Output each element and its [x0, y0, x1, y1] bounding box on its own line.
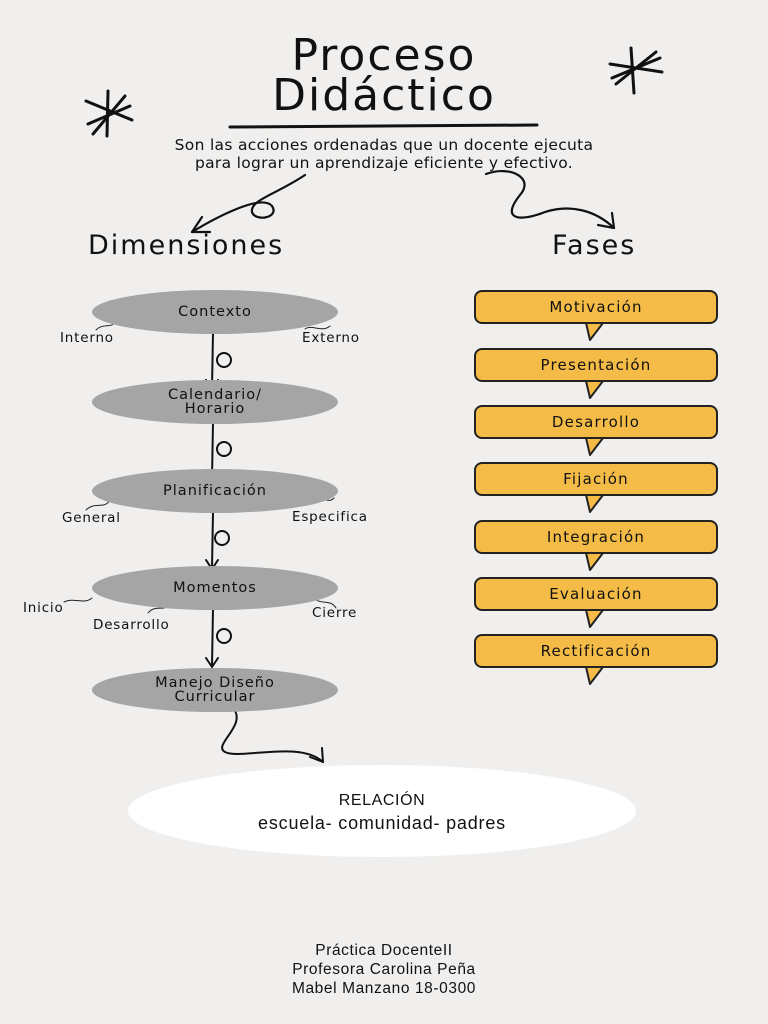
dimension-curriculum-label: Manejo Diseño Curricular — [155, 675, 275, 705]
relation-ellipse: RELACIÓN escuela- comunidad- padres — [128, 765, 636, 857]
dimension-calendar-label: Calendario/ Horario — [168, 387, 262, 417]
page-title-line2: Didáctico — [272, 70, 496, 121]
relation-subtitle: escuela- comunidad- padres — [258, 813, 506, 833]
phase-item-label: Integración — [546, 528, 646, 546]
dimension-curriculum-line1: Manejo Diseño — [155, 675, 275, 691]
moments-start-label: Inicio — [23, 600, 64, 616]
phase-item: Desarrollo — [474, 405, 718, 439]
curly-arrow-icon — [484, 169, 616, 230]
phase-item: Presentación — [474, 348, 718, 382]
phase-item: Motivación — [474, 290, 718, 324]
context-external-label: Externo — [302, 330, 360, 346]
dimension-planning: Planificación — [92, 469, 338, 513]
dimension-curriculum: Manejo Diseño Curricular — [92, 668, 338, 712]
dimension-context: Contexto — [92, 290, 338, 334]
phase-item-label: Presentación — [540, 356, 652, 374]
dimension-moments: Momentos — [92, 566, 338, 610]
asterisk-icon — [84, 89, 134, 138]
moments-development-label: Desarrollo — [93, 617, 170, 633]
phase-item: Fijación — [474, 462, 718, 496]
planning-general-label: General — [62, 510, 121, 526]
phase-item: Integración — [474, 520, 718, 554]
credits-teacher: Profesora Carolina Peña — [292, 961, 476, 978]
page-title: Proceso — [291, 30, 477, 81]
dimension-context-label: Contexto — [178, 304, 252, 320]
credits: Práctica DocenteII Profesora Carolina Pe… — [0, 941, 768, 998]
phase-item-label: Fijación — [563, 470, 629, 488]
phase-item-label: Rectificación — [540, 642, 652, 660]
subtitle-line1: Son las acciones ordenadas que un docent… — [174, 136, 594, 154]
context-internal-label: Interno — [60, 330, 114, 346]
dimension-curriculum-line2: Curricular — [174, 689, 256, 705]
credits-student: Mabel Manzano 18-0300 — [291, 980, 477, 997]
phases-heading: Fases — [552, 230, 637, 261]
dimension-planning-label: Planificación — [163, 483, 267, 499]
dimensions-heading: Dimensiones — [88, 230, 285, 261]
phase-item-label: Desarrollo — [551, 413, 641, 431]
phase-item: Evaluación — [474, 577, 718, 611]
phase-item: Rectificación — [474, 634, 718, 668]
dimension-calendar-line2: Horario — [184, 401, 246, 417]
phase-item-label: Evaluación — [549, 585, 643, 603]
subtitle-line2: para lograr un aprendizaje eficiente y e… — [194, 154, 574, 172]
relation-title: RELACIÓN — [338, 792, 426, 809]
curly-arrow-icon — [190, 173, 307, 234]
title-underline — [228, 123, 539, 129]
credits-course: Práctica DocenteII — [315, 942, 453, 959]
moments-close-label: Cierre — [312, 605, 358, 621]
speech-bubble-tail — [585, 322, 604, 685]
asterisk-icon — [608, 46, 664, 95]
phase-item-label: Motivación — [549, 298, 643, 316]
dimension-moments-label: Momentos — [173, 580, 257, 596]
subtitle: Son las acciones ordenadas que un docent… — [60, 136, 708, 172]
planning-specific-label: Especifica — [292, 509, 368, 525]
dimension-calendar-line1: Calendario/ — [168, 387, 262, 403]
dimension-calendar: Calendario/ Horario — [92, 380, 338, 424]
